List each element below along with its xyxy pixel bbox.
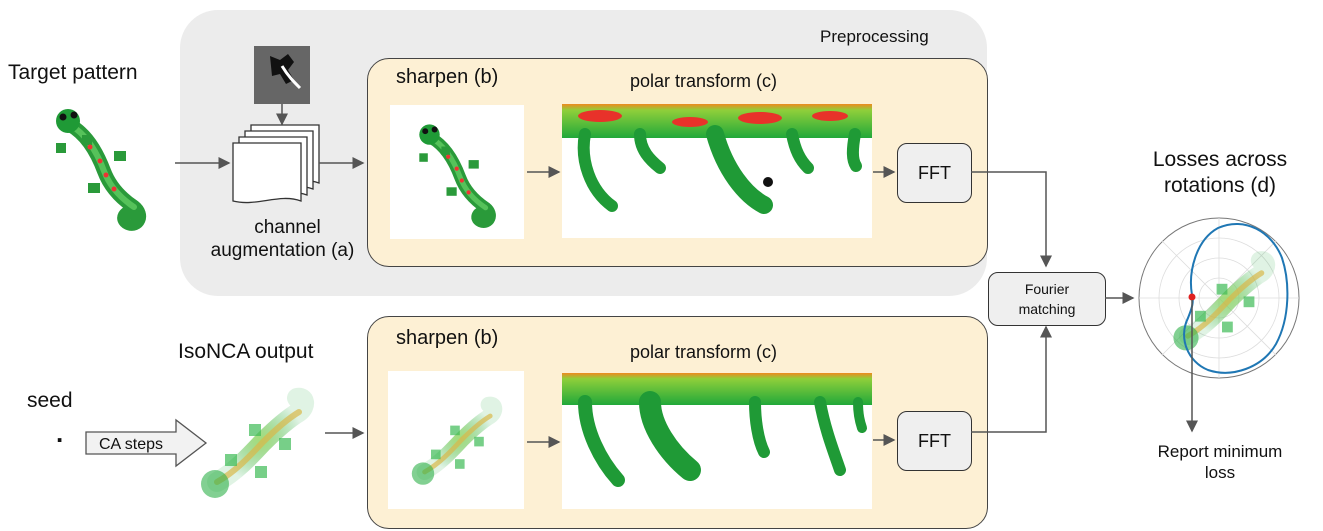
sharpen-bottom-lizard [412,405,494,485]
target-pattern-label: Target pattern [8,61,138,84]
channel-augmentation-label-1: channel [254,217,321,238]
isonca-output-label: IsoNCA output [178,340,314,363]
fft-bottom-box: FFT [897,411,972,471]
sharpen-top-label: sharpen (b) [396,66,499,88]
report-label-2: loss [1204,463,1236,482]
ca-steps-arrow [85,418,208,468]
fourier-label-1: Fourier [1024,281,1070,297]
fft-top-box: FFT [897,143,972,203]
channel-augmentation-label-2: augmentation (a) [210,240,355,261]
fourier-label-2: matching [1018,301,1076,317]
seed-dot: . [56,418,64,448]
losses-label-2: rotations (d) [1163,174,1277,197]
fourier-matching-box: Fourier matching [988,272,1106,326]
polar-top-label: polar transform (c) [630,71,778,91]
report-label-1: Report minimum [1157,442,1283,461]
seed-label: seed [27,389,73,412]
isonca-output-lizard [201,398,304,498]
minimum-loss-point [1188,293,1196,301]
polar-top-pattern [562,104,872,214]
losses-label-1: Losses across [1152,148,1288,171]
sharpen-bottom-label: sharpen (b) [396,327,499,349]
polar-loss-plot [1138,217,1300,379]
target-lizard-image [56,109,139,224]
polar-bottom-label: polar transform (c) [630,342,778,362]
ca-steps-label: CA steps [99,436,163,453]
preprocessing-label: Preprocessing [820,27,929,46]
channel-stack-icon [232,124,320,204]
sharpen-top-lizard [419,124,490,222]
polar-bottom-pattern [562,373,872,487]
